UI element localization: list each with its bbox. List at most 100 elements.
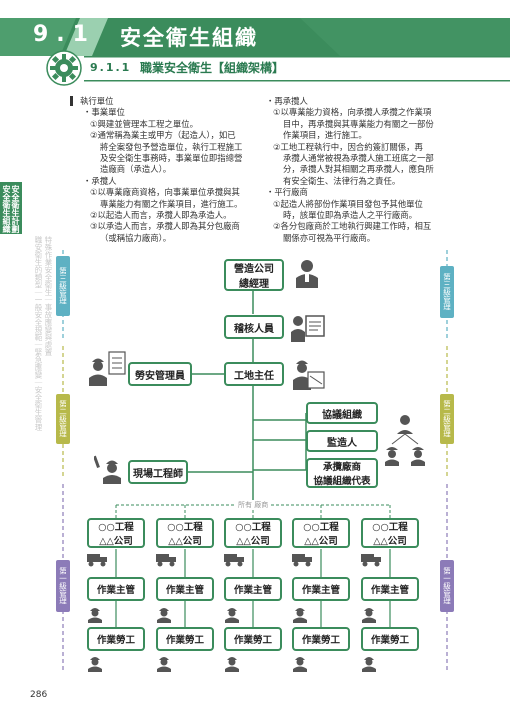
org-box-line: 協議組織代表 bbox=[313, 476, 371, 487]
text-line: ・再承攬人 bbox=[266, 96, 308, 106]
text-line: ①以專業能力資格，向承攬人承攬之作業項 bbox=[273, 107, 432, 118]
section-title: 安全衛生組織 bbox=[120, 26, 258, 50]
worker-person-icon bbox=[223, 654, 241, 676]
text-line: 作業項目，進行施工。 bbox=[283, 130, 367, 141]
truck-icon bbox=[360, 551, 384, 571]
work-lead-person-icon bbox=[86, 605, 104, 627]
org-box-site-engineer: 現場工程師 bbox=[128, 460, 188, 484]
manager-person-icon bbox=[293, 258, 321, 292]
org-box-contractor-rep: 承攬廠商協議組織代表 bbox=[306, 458, 378, 488]
org-box-worker: 作業勞工 bbox=[156, 627, 214, 651]
org-box-line: △△公司 bbox=[168, 536, 202, 547]
worker-person-icon bbox=[291, 654, 309, 676]
subsection-number: 9.1.1 bbox=[90, 61, 132, 74]
work-lead-person-icon bbox=[223, 605, 241, 627]
level-badge-third-left: 第三級管理 bbox=[56, 256, 70, 316]
org-box-work-lead: 作業主管 bbox=[292, 577, 350, 601]
chapter-header: 9.1 安全衛生組織 9.1.1 職業安全衛生【組織架構】 bbox=[0, 0, 510, 86]
org-box-line: ○○工程 bbox=[303, 522, 339, 533]
work-lead-person-icon bbox=[360, 605, 378, 627]
org-box-work-lead: 作業主管 bbox=[224, 577, 282, 601]
truck-icon bbox=[155, 551, 179, 571]
gear-icon bbox=[46, 50, 82, 86]
org-box-line: △△公司 bbox=[304, 536, 338, 547]
org-box-work-lead: 作業主管 bbox=[361, 577, 419, 601]
text-line: 目中，再承攬與其專業能力有關之一部份 bbox=[283, 118, 434, 129]
org-box-line: 營造公司 bbox=[234, 264, 274, 275]
org-box-company: ○○工程 △△公司 bbox=[361, 518, 419, 548]
org-box-company: ○○工程 △△公司 bbox=[224, 518, 282, 548]
text-line: ②各分包廠商於工地執行興建工作時，相互 bbox=[273, 221, 432, 232]
side-tab-active: 安全衛生組織 安全衛生計劃 bbox=[0, 182, 22, 234]
text-line: ・平行廠商 bbox=[266, 187, 308, 198]
text-line: ①以專業廠商資格，向事業單位承攬與其 bbox=[90, 187, 240, 198]
org-box-worker: 作業勞工 bbox=[224, 627, 282, 651]
text-line: ③以承造人而言，承攬人即為其分包廠商 bbox=[90, 221, 240, 232]
org-box-line: ○○工程 bbox=[235, 522, 271, 533]
org-box-company: ○○工程 △△公司 bbox=[292, 518, 350, 548]
org-box-work-lead: 作業主管 bbox=[156, 577, 214, 601]
page-number: 286 bbox=[30, 690, 48, 700]
org-box-safety-manager: 勞安管理員 bbox=[128, 362, 192, 386]
header-graphic bbox=[0, 18, 510, 82]
level-badge-second-left: 第二級管理 bbox=[56, 394, 70, 444]
org-box-line: 承攬廠商 bbox=[322, 462, 361, 473]
truck-icon bbox=[223, 551, 247, 571]
org-box-line: ○○工程 bbox=[167, 522, 203, 533]
org-box-worker: 作業勞工 bbox=[361, 627, 419, 651]
org-box-general-manager: 營造公司總經理 bbox=[224, 259, 284, 291]
branch-label: 所有 廠商 bbox=[236, 500, 271, 510]
text-line: 將全案發包予營造單位，執行工程施工 bbox=[100, 141, 243, 152]
text-line: ①起造人將部份作業項目發包予其他單位 bbox=[273, 198, 423, 209]
truck-icon bbox=[86, 551, 110, 571]
level-badge-third-right: 第三級管理 bbox=[440, 266, 454, 318]
org-box-site-director: 工地主任 bbox=[224, 362, 284, 386]
text-line: 專業能力有關之作業項目，進行施工。 bbox=[100, 198, 243, 209]
engineer-person-icon bbox=[93, 454, 126, 488]
work-lead-person-icon bbox=[291, 605, 309, 627]
left-text-column: 執行單位 ・事業單位 ①興建並管理本工程之單位。 ②通常稱為業主或甲方（起造人）… bbox=[80, 96, 242, 244]
worker-person-icon bbox=[86, 654, 104, 676]
text-line: 有安全衛生、法律行為之責任。 bbox=[283, 175, 401, 186]
org-box-company: ○○工程 △△公司 bbox=[87, 518, 145, 548]
text-line: ②以起造人而言，承攬人即為承造人。 bbox=[90, 210, 232, 221]
org-box-line: △△公司 bbox=[99, 536, 133, 547]
org-box-line: △△公司 bbox=[373, 536, 407, 547]
org-box-line: 總經理 bbox=[239, 279, 269, 290]
text-line: （或稱協力廠商）。 bbox=[100, 232, 172, 243]
safety-person-icon bbox=[88, 350, 128, 390]
auditor-person-icon bbox=[290, 312, 326, 346]
org-box-line: △△公司 bbox=[236, 536, 270, 547]
text-line: 執行單位 bbox=[80, 96, 114, 106]
text-line: 承攬人通常被視為承攬人施工班底之一部 bbox=[283, 153, 434, 164]
text-line: ・承攬人 bbox=[83, 175, 117, 186]
director-person-icon bbox=[290, 356, 326, 394]
level-badge-first-right: 第一級管理 bbox=[440, 560, 454, 612]
text-line: ②通常稱為業主或甲方（起造人），如已 bbox=[90, 130, 236, 141]
subsection-title: 職業安全衛生【組織架構】 bbox=[140, 61, 285, 75]
side-tab-label-2: 安全衛生計劃 bbox=[11, 185, 20, 233]
worker-person-icon bbox=[155, 654, 173, 676]
org-box-worker: 作業勞工 bbox=[87, 627, 145, 651]
text-line: 關係亦可視為平行廠商。 bbox=[283, 232, 376, 243]
side-tab-label: 安全衛生組織 bbox=[2, 185, 11, 233]
coordination-group-icon bbox=[384, 412, 426, 470]
right-text-column: ・再承攬人 ①以專業能力資格，向承攬人承攬之作業項 目中，再承攬與其專業能力有關… bbox=[266, 96, 434, 244]
org-box-supervisor: 監造人 bbox=[306, 430, 378, 452]
worker-person-icon bbox=[360, 654, 378, 676]
text-line: 時，該單位即為承造人之平行廠商。 bbox=[283, 210, 417, 221]
org-box-line: ○○工程 bbox=[372, 522, 408, 533]
section-marker bbox=[70, 96, 73, 106]
org-box-auditor: 稽核人員 bbox=[224, 315, 284, 339]
org-box-work-lead: 作業主管 bbox=[87, 577, 145, 601]
side-tab-faded: 職安衛生的類型｜一般安全規範｜緊急應變｜安全衛生管理 bbox=[34, 236, 43, 431]
text-line: ・事業單位 bbox=[83, 107, 125, 118]
work-lead-person-icon bbox=[155, 605, 173, 627]
org-box-line: ○○工程 bbox=[98, 522, 134, 533]
org-box-company: ○○工程 △△公司 bbox=[156, 518, 214, 548]
org-box-coordination: 協議組織 bbox=[306, 402, 378, 424]
level-badge-second-right: 第二級管理 bbox=[440, 394, 454, 444]
text-line: ②工地工程執行中，因合約簽訂關係，再 bbox=[273, 141, 423, 152]
text-line: ①興建並管理本工程之單位。 bbox=[90, 118, 199, 129]
